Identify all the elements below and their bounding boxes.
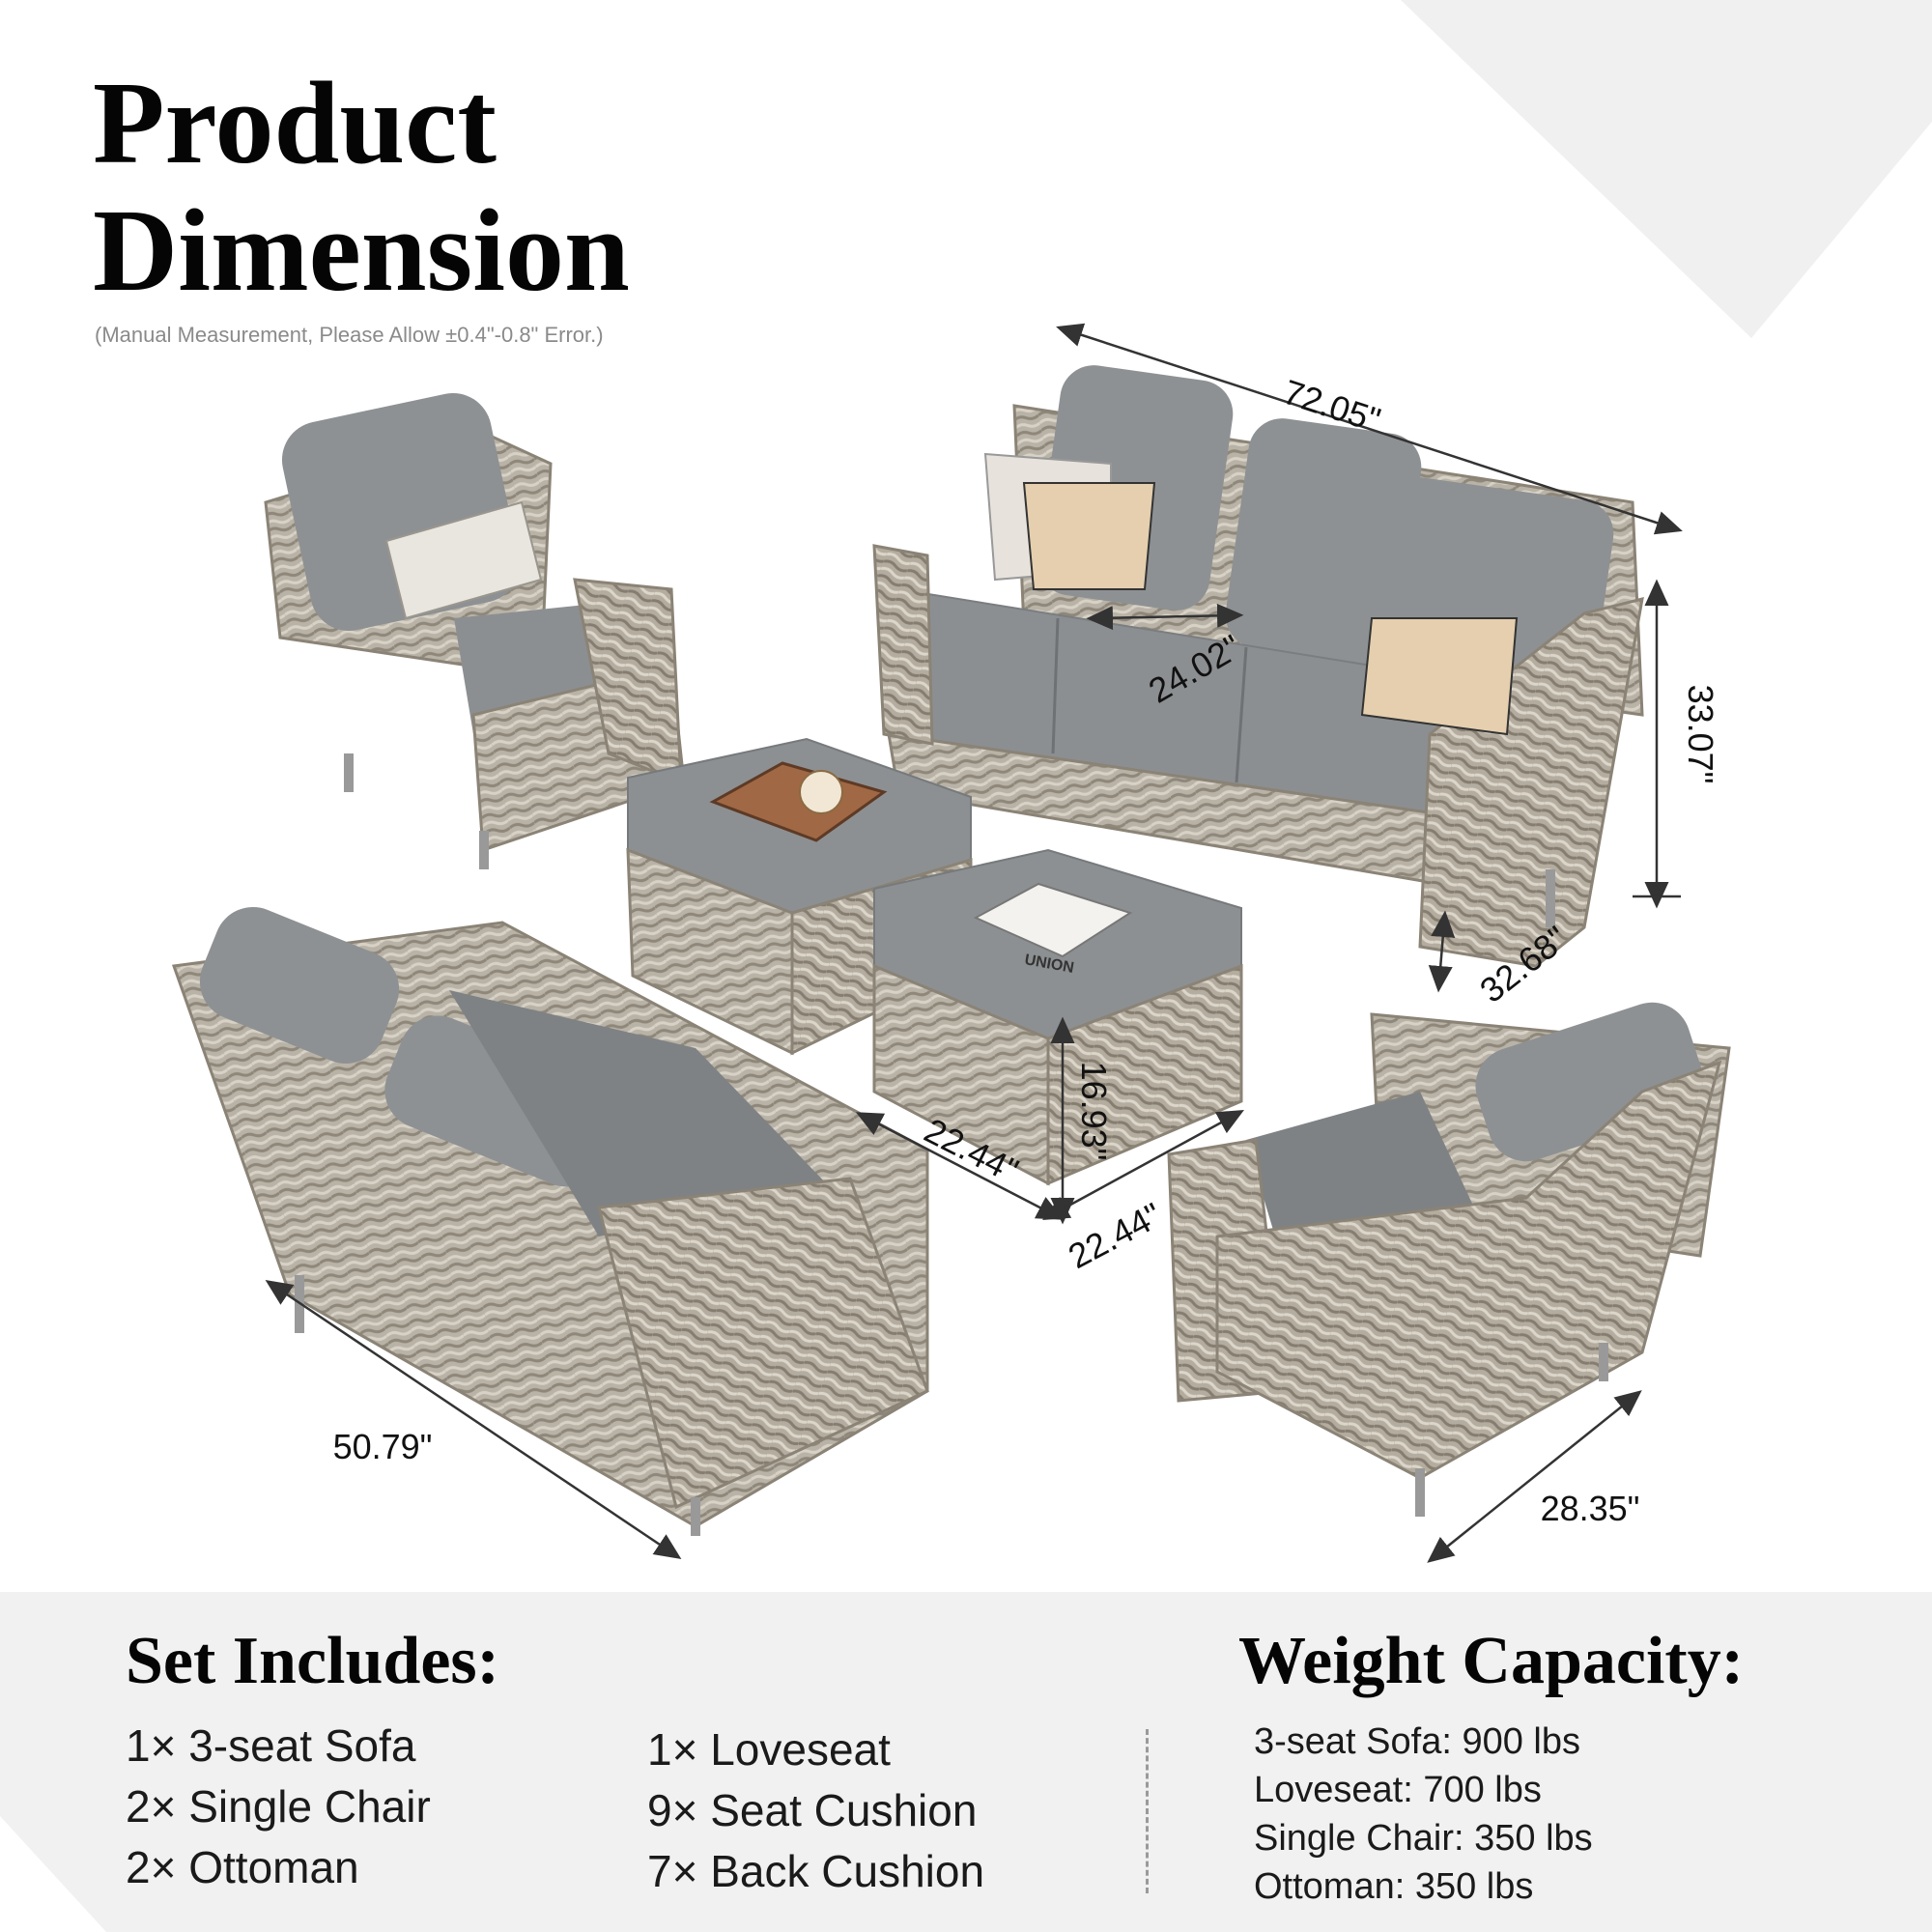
section-divider [1146,1729,1149,1893]
dimension-lines [265,323,1683,1563]
info-panel [0,1592,1932,1932]
single-chair-bottom [1167,1002,1731,1517]
set-item: 2× Single Chair [126,1781,431,1832]
dim-chair-depth: 28.35" [1541,1489,1640,1528]
set-item: 1× 3-seat Sofa [126,1720,416,1771]
set-item: 9× Seat Cushion [647,1785,978,1835]
dim-loveseat-length: 50.79" [333,1427,433,1466]
set-item: 1× Loveseat [647,1724,891,1775]
ottoman-right: UNION [872,848,1243,1186]
measurement-note: (Manual Measurement, Please Allow ±0.4"-… [95,323,604,347]
weight-item: Loveseat: 700 lbs [1254,1770,1542,1810]
set-item: 7× Back Cushion [647,1846,985,1896]
weight-capacity-list: 3-seat Sofa: 900 lbs Loveseat: 700 lbs S… [1254,1718,1593,1911]
set-includes-heading: Set Includes: [126,1624,499,1698]
weight-item: 3-seat Sofa: 900 lbs [1254,1721,1580,1762]
title-line-1: Product [93,58,497,188]
set-item: 2× Ottoman [126,1842,359,1892]
weight-capacity-heading: Weight Capacity: [1238,1624,1745,1698]
weight-item: Ottoman: 350 lbs [1254,1866,1534,1907]
ottoman-left [626,737,973,1056]
furniture-illustration: UNION 72.05" 33.07" 32.68" 24.02" [171,323,1731,1563]
set-includes-right-list: 1× Loveseat 9× Seat Cushion 7× Back Cush… [647,1719,984,1902]
dim-sofa-height: 33.07" [1681,685,1720,784]
set-includes-left-list: 1× 3-seat Sofa 2× Single Chair 2× Ottoma… [126,1716,431,1898]
title-line-2: Dimension [93,185,630,316]
dim-ottoman-height: 16.93" [1074,1062,1114,1161]
dim-ottoman-depth: 22.44" [1062,1195,1168,1276]
weight-item: Single Chair: 350 lbs [1254,1818,1593,1859]
page-title: Product Dimension [93,60,630,315]
single-chair-top [264,392,686,869]
